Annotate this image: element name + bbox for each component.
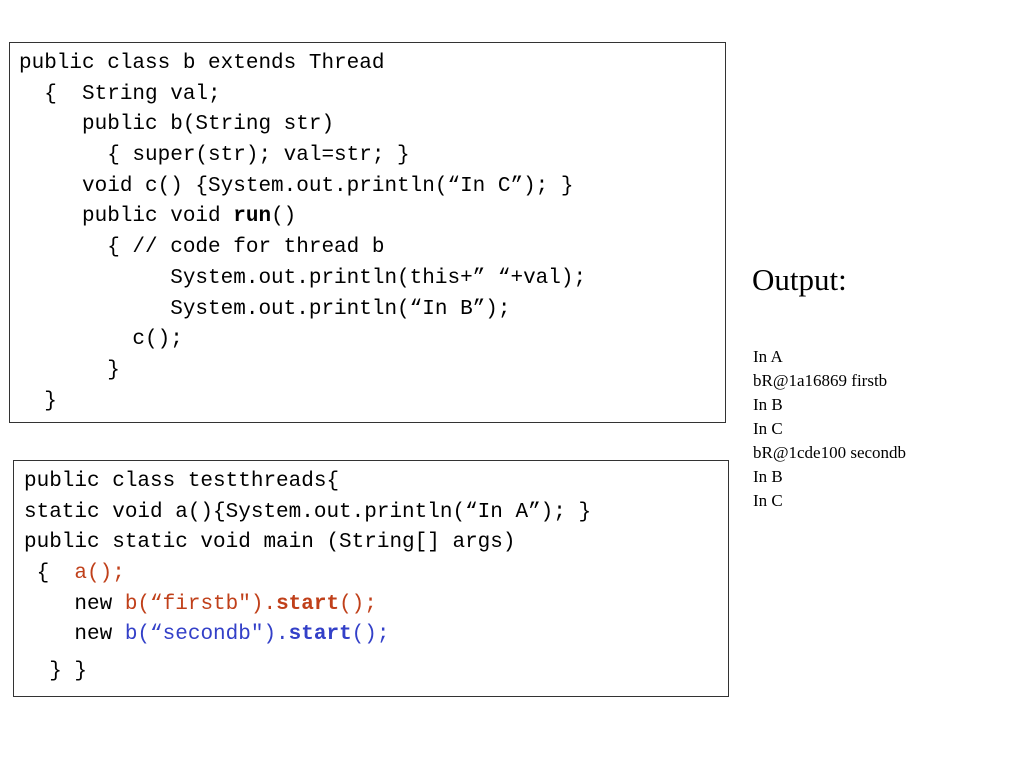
code-line: System.out.println(“In B”);	[19, 297, 511, 321]
output-line: In B	[753, 395, 783, 414]
code-line: }	[19, 389, 57, 413]
code-line: { String val;	[19, 82, 221, 106]
code-fragment: ()	[271, 205, 297, 229]
output-line: In C	[753, 419, 783, 438]
output-line: bR@1a16869 firstb	[753, 371, 888, 390]
code-fragment: public void	[19, 205, 234, 229]
code-line: static void a(){System.out.println(“In A…	[24, 500, 592, 524]
firstb-constructor: b(“firstb").	[124, 592, 277, 616]
code-line: }	[19, 358, 120, 382]
code-fragment: ();	[351, 623, 390, 647]
code-line: public class b extends Thread	[19, 52, 385, 75]
code-line: { super(str); val=str; }	[19, 144, 410, 168]
code-fragment: {	[24, 562, 75, 586]
main-class-code-box: public class testthreads{ static void a()…	[13, 460, 729, 697]
call-a: a();	[74, 562, 125, 586]
code-line: c();	[19, 328, 183, 352]
code-line-start-firstb: new b(“firstb").start();	[24, 590, 728, 621]
code-line-start-secondb: new b(“secondb").start();	[24, 620, 728, 651]
output-line: In C	[753, 491, 783, 510]
code-line: } }	[24, 660, 88, 684]
output-heading: Output:	[752, 262, 847, 297]
code-line: System.out.println(this+” “+val);	[19, 266, 587, 290]
code-line: public class testthreads{	[24, 470, 340, 493]
run-keyword: run	[233, 205, 272, 229]
start-keyword: start	[276, 592, 340, 616]
output-line: bR@1cde100 secondb	[753, 443, 907, 462]
output-line: In A	[753, 347, 783, 366]
secondb-constructor: b(“secondb").	[124, 623, 289, 647]
thread-class-code-box: public class b extends Thread { String v…	[9, 42, 726, 423]
code-fragment: ();	[339, 592, 377, 616]
code-line: public b(String str)	[19, 113, 335, 137]
code-line: void c() {System.out.println(“In C”); }	[19, 174, 574, 198]
start-keyword: start	[288, 623, 352, 647]
code-line: { // code for thread b	[19, 236, 385, 260]
code-fragment: new	[24, 623, 125, 647]
output-list: In A bR@1a16869 firstb In B In C bR@1cde…	[753, 345, 906, 513]
output-line: In B	[753, 467, 783, 486]
code-line-run-method: public void run()	[19, 202, 725, 233]
code-fragment: new	[24, 592, 125, 616]
code-line-call-a: { a();	[24, 559, 728, 590]
code-line: public static void main (String[] args)	[24, 531, 516, 555]
